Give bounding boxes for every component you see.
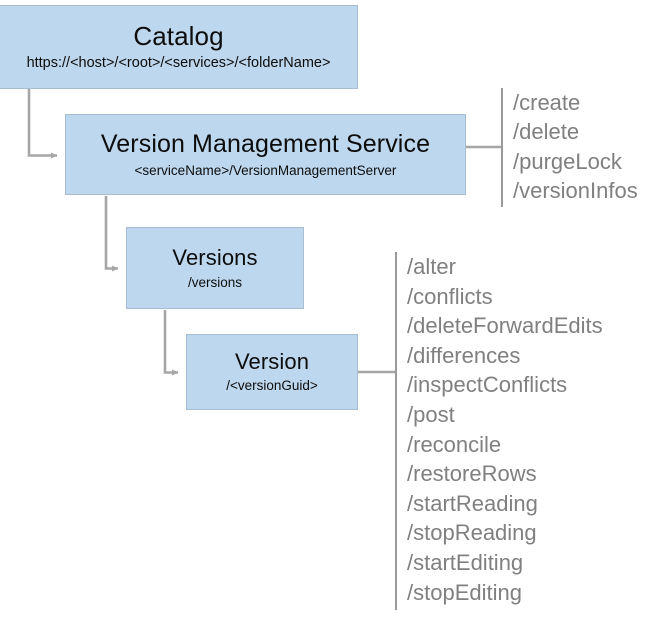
node-version-management-service-title: Version Management Service — [100, 129, 431, 158]
operation-item[interactable]: /alter — [407, 254, 456, 279]
operation-item[interactable]: /reconcile — [407, 431, 502, 457]
operation-item[interactable]: /post — [407, 401, 455, 427]
connector-catalog-to-vms — [27, 89, 58, 159]
node-versions-path: /versions — [187, 274, 243, 290]
node-catalog-title: Catalog — [133, 21, 224, 52]
operations-bracket-rule — [395, 252, 397, 610]
operation-item[interactable]: /delete — [513, 119, 580, 145]
operations-bracket-rule — [501, 88, 503, 207]
operation-item[interactable]: /purgeLock — [513, 148, 622, 174]
node-versions[interactable]: Versions /versions — [126, 227, 304, 309]
operation-item[interactable]: /create — [513, 90, 581, 115]
node-version-title: Version — [234, 349, 310, 375]
operation-item[interactable]: /restoreRows — [407, 461, 537, 487]
node-catalog-path: https://<host>/<root>/<services>/<folder… — [26, 55, 331, 72]
node-version-management-service[interactable]: Version Management Service <serviceName>… — [65, 114, 466, 195]
node-version-management-service-path: <serviceName>/VersionManagementServer — [134, 162, 397, 178]
operation-item[interactable]: /stopEditing — [407, 579, 522, 605]
node-versions-title: Versions — [172, 244, 258, 270]
node-version-path: /<versionGuid> — [226, 378, 318, 394]
operation-item[interactable]: /versionInfos — [513, 177, 638, 203]
operation-item[interactable]: /inspectConflicts — [407, 372, 568, 398]
operation-item[interactable]: /conflicts — [407, 283, 493, 309]
operation-item[interactable]: /startReading — [407, 490, 538, 516]
operation-item[interactable]: /deleteForwardEdits — [407, 313, 603, 339]
operations-list-version: /alter/conflicts/deleteForwardEdits/diff… — [407, 252, 603, 607]
node-catalog[interactable]: Catalog https://<host>/<root>/<services>… — [0, 5, 358, 89]
operations-list-version-management-service: /create/delete/purgeLock/versionInfos — [513, 88, 638, 205]
operation-item[interactable]: /stopReading — [407, 520, 537, 546]
operation-item[interactable]: /startEditing — [407, 549, 524, 575]
connector-vms-to-versions — [104, 196, 119, 272]
operation-item[interactable]: /differences — [407, 342, 521, 368]
node-version[interactable]: Version /<versionGuid> — [186, 334, 358, 410]
connector-versions-to-version — [163, 310, 179, 376]
